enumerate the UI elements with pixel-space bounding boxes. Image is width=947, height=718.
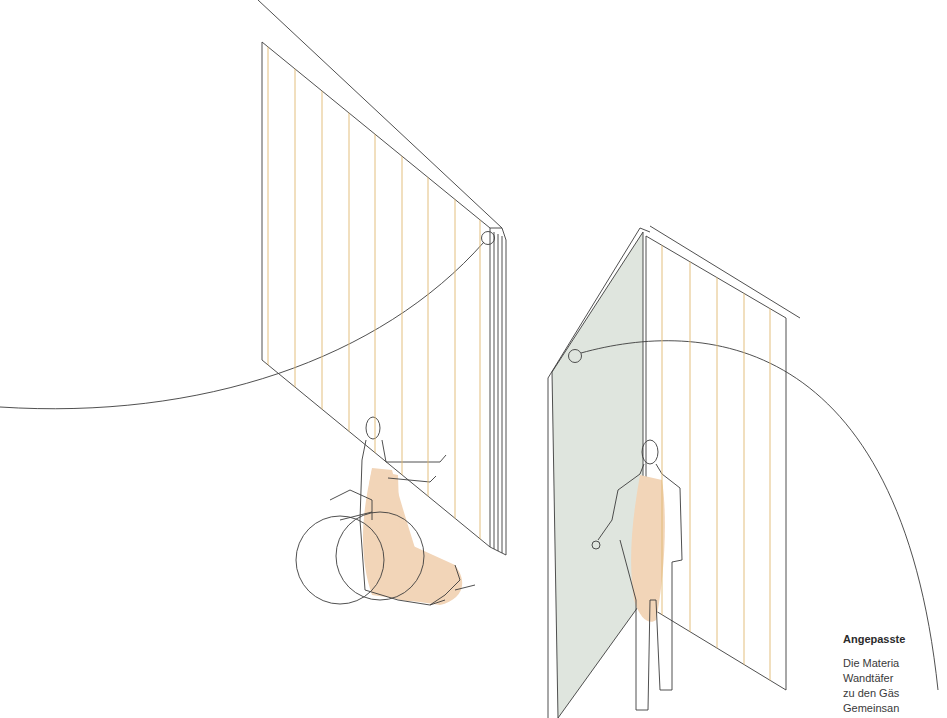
timber-line — [375, 0, 376, 718]
timber-line — [717, 0, 718, 718]
timber-line — [455, 0, 456, 718]
leader-curve — [581, 341, 938, 690]
door-edge — [548, 228, 650, 378]
timber-line — [402, 0, 403, 718]
timber-line — [295, 0, 296, 718]
timber-line — [428, 0, 429, 718]
body-text: Die Materia — [843, 656, 899, 670]
timber-line — [322, 0, 323, 718]
timber-line — [744, 0, 745, 718]
heading: Angepasste — [843, 632, 905, 646]
door-leaf — [552, 232, 643, 718]
body-text: Wandtäfer — [843, 671, 893, 685]
panel-edge — [498, 234, 499, 551]
panel-edge — [502, 236, 503, 553]
timber-line — [480, 0, 481, 718]
door-edge — [548, 378, 549, 718]
timber-line — [268, 0, 269, 718]
timber-line — [349, 0, 350, 718]
body-text: zu den Gäs — [843, 686, 899, 700]
wheelchair-user — [296, 417, 475, 605]
wall-panel — [646, 236, 786, 690]
timber-line — [770, 0, 771, 718]
detail-circle — [569, 350, 582, 363]
body-text: Gemeinsan — [843, 701, 899, 715]
panel-edge — [490, 228, 506, 555]
panel-edge — [650, 226, 800, 318]
leader-curve — [0, 242, 484, 409]
panel-edge — [494, 232, 495, 549]
timber-line — [690, 0, 691, 718]
standing-person — [592, 440, 682, 710]
timber-line — [662, 0, 663, 718]
